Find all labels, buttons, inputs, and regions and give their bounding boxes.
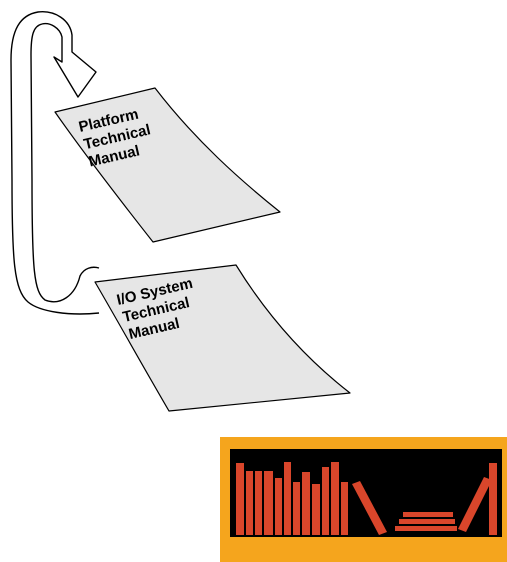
upright-book-right [489, 463, 497, 535]
stacked-books [395, 512, 457, 531]
leaning-book [352, 481, 387, 535]
bookshelf-icon [220, 437, 507, 562]
upright-books [236, 462, 348, 535]
leaning-book [458, 477, 492, 532]
io-system-manual-document: I/O System Technical Manual [94, 264, 351, 412]
curved-arrow-icon [10, 11, 100, 315]
document-icon [54, 87, 281, 243]
document-icon [94, 264, 351, 412]
platform-manual-document: Platform Technical Manual [54, 87, 281, 243]
